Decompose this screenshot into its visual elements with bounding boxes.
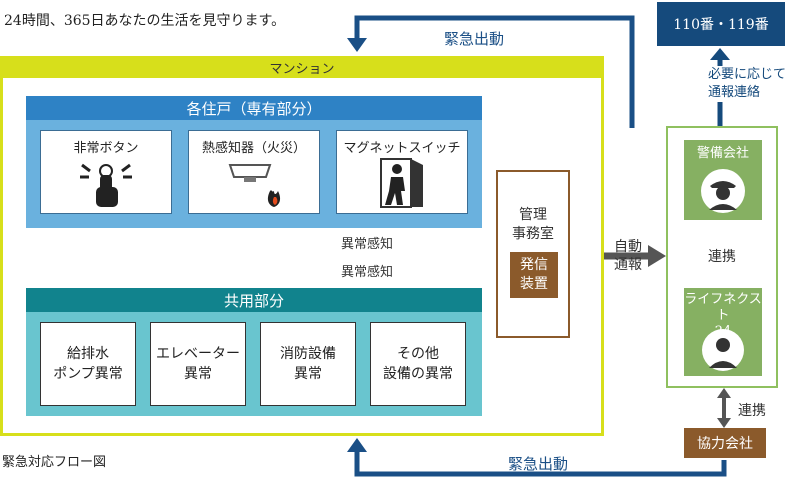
detect-label-1: 異常感知 bbox=[338, 233, 397, 252]
call-arrowhead bbox=[710, 48, 730, 60]
sensor-magnet-switch: マグネットスイッチ bbox=[336, 130, 468, 214]
equip-fire-system: 消防設備異常 bbox=[260, 322, 356, 406]
notify-label: 必要に応じて 通報連絡 bbox=[706, 66, 789, 102]
magnet-switch-icon bbox=[380, 158, 423, 208]
link-label-2: 連携 bbox=[738, 403, 766, 419]
auto-notify-label: 自動 通報 bbox=[614, 239, 642, 273]
bottom-dispatch-arrow bbox=[354, 452, 727, 477]
top-dispatch-arrow bbox=[354, 15, 635, 128]
emergency-call-box: 110番・119番 bbox=[657, 2, 785, 46]
figure-caption: 緊急対応フロー図 bbox=[2, 455, 107, 470]
common-title: 共用部分 bbox=[26, 288, 482, 312]
transmitter-box: 発信装置 bbox=[510, 252, 558, 298]
lifenext-box: ライフネクスト 24 bbox=[684, 288, 762, 376]
auto-notify-arrowhead bbox=[648, 245, 666, 267]
security-company-box: 警備会社 bbox=[684, 140, 762, 220]
equip-pump: 給排水ポンプ異常 bbox=[40, 322, 136, 406]
sensor-heat-detector: 熱感知器（火災） bbox=[188, 130, 320, 214]
top-dispatch-label: 緊急出動 bbox=[444, 30, 505, 48]
guard-icon bbox=[701, 169, 745, 213]
link-label-1: 連携 bbox=[706, 246, 738, 266]
units-title: 各住戸（専有部分） bbox=[26, 96, 482, 120]
bottom-dispatch-arrowhead bbox=[347, 438, 367, 452]
operator-icon bbox=[702, 329, 744, 371]
detect-label-2: 異常感知 bbox=[338, 261, 397, 280]
mansion-label: マンション bbox=[0, 56, 604, 78]
top-dispatch-arrowhead bbox=[347, 38, 367, 52]
heat-detector-icon bbox=[228, 164, 281, 207]
partner-company-box: 協力会社 bbox=[684, 428, 766, 458]
office-title: 管理 事務室 bbox=[512, 207, 554, 242]
equip-elevator: エレベーター異常 bbox=[150, 322, 246, 406]
emergency-button-icon bbox=[80, 163, 132, 207]
bottom-dispatch-label: 緊急出動 bbox=[508, 455, 569, 473]
sensor-emergency-button: 非常ボタン bbox=[40, 130, 172, 214]
equip-other: その他設備の異常 bbox=[370, 322, 466, 406]
tagline: 24時間、365日あなたの生活を見守ります。 bbox=[4, 13, 286, 29]
